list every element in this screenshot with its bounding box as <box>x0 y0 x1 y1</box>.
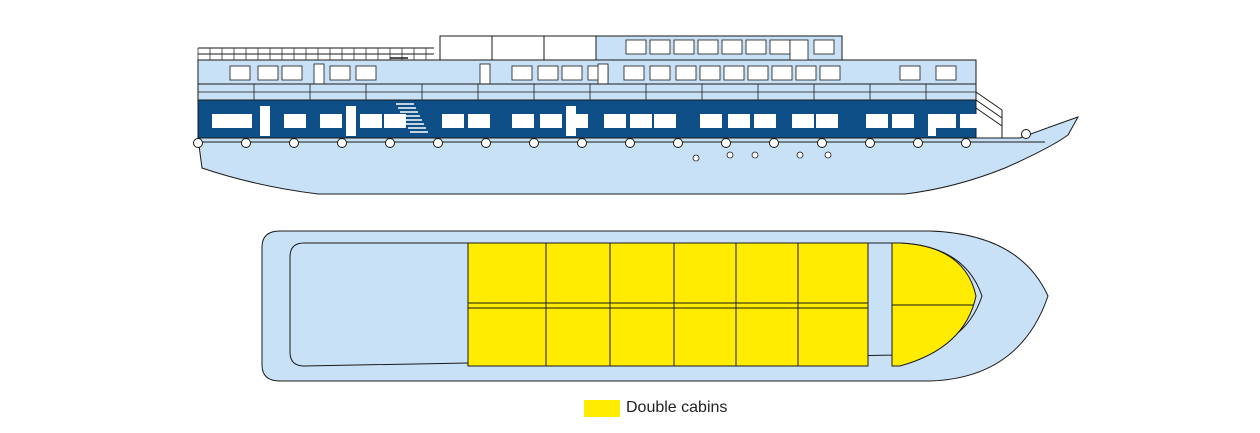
main-deck-door <box>346 106 356 136</box>
aft-railing <box>197 48 427 60</box>
deck-edge-porthole <box>289 138 299 148</box>
sun-deck-window <box>673 39 695 55</box>
double-cabins-block <box>467 242 869 367</box>
main-deck-window <box>866 114 888 128</box>
sun-deck-window <box>721 39 743 55</box>
main-deck-window <box>540 114 562 128</box>
main-deck-window <box>230 114 252 128</box>
main-deck-window <box>468 114 490 128</box>
deck-edge-porthole <box>817 138 827 148</box>
sun-deck-windows <box>625 39 835 61</box>
upper-deck-window <box>623 65 645 81</box>
main-deck-window <box>320 114 342 128</box>
deck-edge-porthole <box>673 138 683 148</box>
upper-deck <box>197 59 977 101</box>
sun-deck-door <box>789 39 809 61</box>
main-deck-window <box>816 114 838 128</box>
upper-deck-window <box>257 65 279 81</box>
main-deck-window <box>360 114 382 128</box>
legend-swatch-double-cabins <box>584 399 620 417</box>
sun-deck-window <box>769 39 791 55</box>
upper-deck-window <box>747 65 769 81</box>
upper-deck-window <box>561 65 583 81</box>
hull-porthole <box>692 154 700 162</box>
legend-label-double-cabins: Double cabins <box>626 399 728 416</box>
cabin-block <box>467 242 869 367</box>
deck-edge-porthole <box>577 138 587 148</box>
upper-deck-window <box>899 65 921 81</box>
deck-edge-porthole <box>961 138 971 148</box>
upper-deck-window <box>229 65 251 81</box>
upper-deck-window <box>935 65 957 81</box>
upper-deck-door <box>479 63 491 85</box>
sun-deck-canopy <box>439 35 597 61</box>
upper-deck-window <box>795 65 817 81</box>
main-deck-windows <box>212 106 982 136</box>
hull-porthole <box>796 151 804 159</box>
main-deck-door <box>566 106 576 136</box>
hull-porthole <box>751 151 759 159</box>
deck-edge-porthole <box>193 138 203 148</box>
main-deck-window <box>212 114 234 128</box>
deck-plan <box>261 230 1049 382</box>
side-portholes <box>193 129 1031 148</box>
upper-deck-window <box>819 65 841 81</box>
sun-deck-window <box>625 39 647 55</box>
deck-edge-porthole <box>625 138 635 148</box>
upper-deck-window <box>771 65 793 81</box>
deck-edge-porthole <box>433 138 443 148</box>
bow-railing <box>975 91 1003 138</box>
main-deck-window <box>512 114 534 128</box>
sun-deck-window <box>649 39 671 55</box>
deck-edge-porthole <box>769 138 779 148</box>
sun-deck-window <box>745 39 767 55</box>
sun-deck-window <box>813 39 835 55</box>
main-deck-window <box>754 114 776 128</box>
deck-edge-porthole <box>529 138 539 148</box>
deck-edge-porthole <box>481 138 491 148</box>
main-deck-door <box>928 114 936 136</box>
main-deck-window <box>384 114 406 128</box>
main-deck-window <box>700 114 722 128</box>
deck-edge-porthole <box>865 138 875 148</box>
side-hull <box>197 116 1080 195</box>
ship-side-view <box>193 35 1080 195</box>
upper-deck-window <box>281 65 303 81</box>
main-deck-window <box>792 114 814 128</box>
upper-deck-door <box>597 63 609 85</box>
main-deck-door <box>260 106 270 136</box>
hull-porthole <box>824 151 832 159</box>
main-deck-window <box>934 114 956 128</box>
upper-deck-window <box>355 65 377 81</box>
main-deck-window <box>442 114 464 128</box>
deck-edge-porthole <box>337 138 347 148</box>
bow-fender <box>1021 129 1031 139</box>
deck-edge-porthole <box>385 138 395 148</box>
main-deck-window <box>604 114 626 128</box>
hull-porthole <box>726 151 734 159</box>
sun-deck-window <box>697 39 719 55</box>
main-deck-window <box>654 114 676 128</box>
main-deck-window <box>960 114 982 128</box>
upper-deck-window <box>511 65 533 81</box>
main-deck-window <box>284 114 306 128</box>
upper-deck-window <box>675 65 697 81</box>
legend: Double cabins <box>584 398 727 418</box>
upper-deck-window <box>329 65 351 81</box>
aft-canopy <box>198 47 434 61</box>
hull-portholes <box>692 151 832 162</box>
deck-edge-porthole <box>913 138 923 148</box>
upper-deck-window <box>649 65 671 81</box>
upper-deck-door <box>313 63 325 85</box>
main-deck-window <box>630 114 652 128</box>
deck-edge-porthole <box>721 138 731 148</box>
main-deck-window <box>728 114 750 128</box>
deck-edge-porthole <box>241 138 251 148</box>
upper-deck-window <box>699 65 721 81</box>
upper-deck-window <box>537 65 559 81</box>
upper-deck-windows <box>197 63 957 100</box>
upper-deck-window <box>723 65 745 81</box>
main-deck-window <box>892 114 914 128</box>
